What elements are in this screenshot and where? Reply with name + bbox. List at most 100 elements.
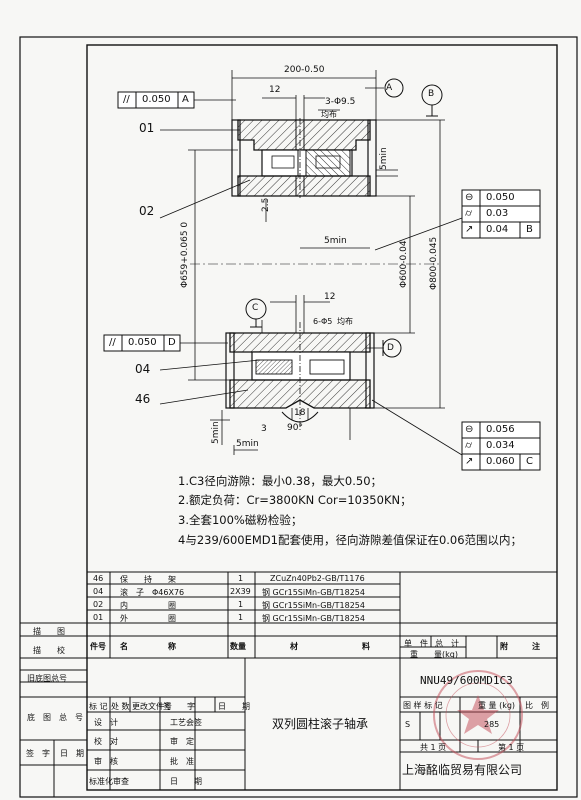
dim-5min-bottom: 5min: [236, 439, 259, 449]
dim-5min-mid: 5min: [324, 236, 347, 246]
tol-right-bottom-symbol-1: ⌭: [465, 440, 473, 451]
bom-name-1: 滚 子 Φ46X76: [120, 588, 185, 597]
sign-label: 签 字: [26, 749, 50, 758]
drawing-title: 双列圆柱滚子轴承: [272, 717, 369, 731]
bom-qty-2: 1: [238, 600, 244, 609]
part-02-label: 02: [139, 204, 155, 218]
parallel-bottom-ref: D: [168, 337, 176, 348]
tol-right-top-symbol-1: ⌭: [465, 208, 473, 219]
part-04-label: 04: [135, 362, 151, 376]
dia-800-dimension: Φ800-0.045: [429, 236, 439, 290]
company-stamp: [433, 670, 523, 760]
bom-material-1: 钢 GCr15SiMn-GB/T18254: [262, 588, 365, 597]
datum-a-label: A: [386, 83, 393, 93]
bearing-section-top: [231, 118, 377, 198]
bom-name-3: 外 圈: [120, 614, 176, 623]
tol-right-bottom-symbol-2: ↗: [465, 456, 474, 467]
standard-review-label: 标准化审查: [89, 777, 129, 786]
parallel-symbol-bottom: //: [109, 337, 116, 348]
datum-c-label: C: [252, 303, 259, 313]
datum-symbols: [245, 78, 443, 358]
tol-right-top-symbol-0: ⊖: [465, 192, 474, 203]
scale-label: 比 例: [525, 701, 549, 710]
sheet-total: 共 1 页: [420, 743, 447, 752]
bom-header-remark: 附 注: [500, 642, 540, 651]
approve-label: 批 准: [170, 757, 194, 766]
check-label: 校 对: [94, 737, 118, 746]
bom-no-2: 02: [93, 600, 104, 609]
datum-d-label: D: [387, 343, 394, 353]
date2-label: 日 期: [170, 777, 202, 786]
sheet-number: 第 1 页: [498, 743, 525, 752]
bore-diameter-dimension: Φ659+0.065 0: [180, 221, 190, 288]
holes-top-note: 均布: [321, 110, 337, 119]
drawing-number: NNU49/600MD1C3: [420, 674, 513, 687]
width-12-dimension: 12: [269, 85, 281, 95]
design-label: 设 计: [94, 718, 118, 727]
title-block-grid: [20, 571, 557, 797]
angle-90-dimension: 90°: [287, 423, 303, 433]
bom-header-no: 件号: [90, 642, 106, 651]
bom-header-qty: 数量: [230, 642, 246, 651]
width-12-bottom-dimension: 12: [324, 292, 336, 302]
audit-label: 审 核: [94, 757, 118, 766]
bom-qty-1: 2X39: [230, 587, 251, 596]
dim-2-5: 2.5: [261, 197, 271, 212]
checking-label: 描 校: [33, 646, 65, 655]
tol-right-bottom-ref-2: C: [526, 456, 533, 467]
note-1: 1.C3径向游隙：最小0.38，最大0.50；: [178, 474, 383, 488]
weight-value: 285: [484, 720, 500, 729]
tol-right-top-ref-2: B: [526, 224, 533, 235]
bom-header-unit: 单 件: [404, 639, 428, 648]
stage-value: S: [405, 720, 411, 729]
mark-label: 标 记: [89, 702, 108, 711]
note-3: 3.全套100%磁粉检验；: [178, 513, 303, 527]
change-doc-label: 更改文件号: [132, 702, 172, 711]
parallel-top-value: 0.050: [142, 94, 171, 105]
overall-width-dimension: 200-0.50: [284, 65, 325, 75]
parallel-bottom-value: 0.050: [128, 337, 157, 348]
bom-header-weight: 重 量(kg): [410, 650, 458, 659]
part-46-label: 46: [135, 392, 151, 406]
tol-right-bottom-value-0: 0.056: [486, 424, 515, 435]
bom-name-0: 保 持 架: [120, 575, 176, 584]
bom-header-material: 材 料: [290, 642, 370, 651]
holes-top-dimension: 3-Φ9.5: [325, 97, 356, 107]
part-01-label: 01: [139, 121, 155, 135]
tracing-label: 描 图: [33, 627, 65, 636]
dia-600-dimension: Φ600-0.04: [399, 240, 409, 288]
bom-qty-0: 1: [238, 574, 244, 583]
bom-qty-3: 1: [238, 613, 244, 622]
bearing-section-bottom: [225, 322, 375, 430]
outer-frame: [19, 36, 578, 798]
leader-lines: [159, 87, 463, 456]
review-label: 审 定: [170, 737, 194, 746]
note-2: 2.额定负荷：Cr=3800KN Cor=10350KN；: [178, 493, 412, 507]
base-drawing-no-label: 底 图 总 号: [27, 713, 83, 722]
dim-3: 3: [261, 424, 267, 434]
bom-no-0: 46: [93, 574, 104, 583]
note-4: 4与239/600EMD1配套使用，径向游隙差值保证在0.06范围以内；: [178, 533, 523, 547]
process-label: 工艺会签: [170, 718, 202, 727]
tol-right-bottom-value-2: 0.060: [486, 456, 515, 467]
tol-right-top-value-0: 0.050: [486, 192, 515, 203]
count-label: 处 数: [111, 702, 130, 711]
inner-frame: [86, 44, 558, 791]
bom-no-3: 01: [93, 613, 104, 622]
tol-right-bottom-symbol-0: ⊖: [465, 424, 474, 435]
parallel-symbol-top: //: [123, 94, 130, 105]
dimension-lines: [188, 70, 445, 455]
company-name: 上海酩临贸易有限公司: [402, 763, 523, 777]
bom-name-2: 内 圈: [120, 601, 176, 610]
bom-header-name: 名 称: [120, 642, 176, 651]
tol-right-top-symbol-2: ↗: [465, 224, 474, 235]
tol-right-top-value-2: 0.04: [486, 224, 509, 235]
weight-label: 重 量 (kg): [478, 701, 516, 710]
day-label: 日 期: [218, 702, 250, 711]
old-drawing-no-label: 旧底图总号: [27, 674, 67, 683]
bom-material-2: 钢 GCr15SiMn-GB/T18254: [262, 601, 365, 610]
date-label: 日 期: [60, 749, 84, 758]
signature-label: 签 字: [163, 702, 195, 711]
